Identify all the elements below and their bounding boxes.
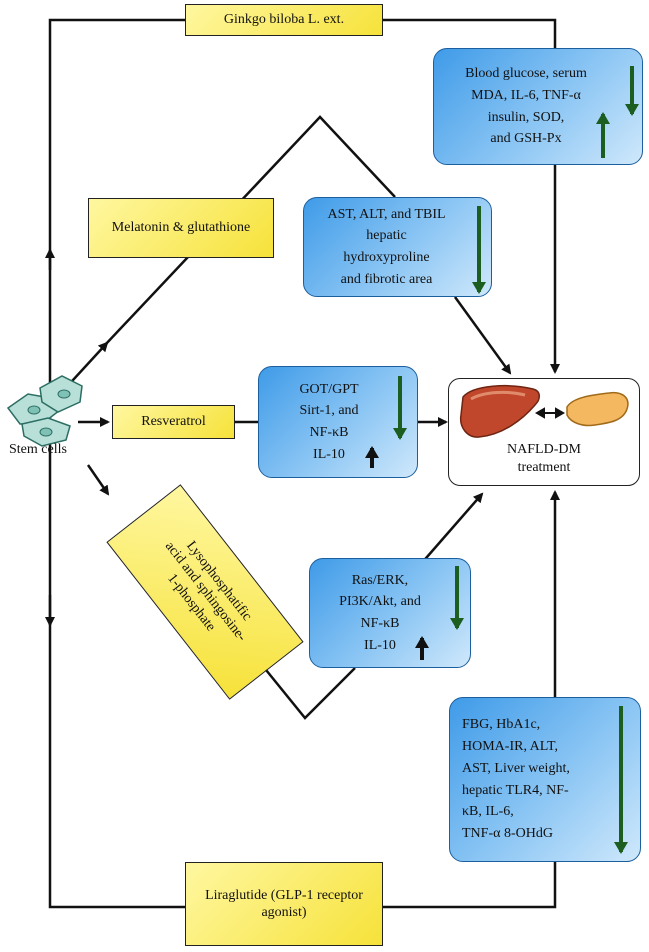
melatonin-box: Melatonin & glutathione [88,198,274,258]
target-label-1: NAFLD-DM [507,442,581,457]
resveratrol-effect-1: GOT/GPT [299,381,359,397]
pancreas-icon [566,391,629,427]
ginkgo-right-line [383,18,557,48]
melatonin-effect-1: AST, ALT, and TBIL [327,206,446,222]
liraglutide-effects-box: FBG, HbA1c, HOMA-IR, ALT, AST, Liver wei… [449,697,641,862]
melatonin-to-target-arrow [453,296,512,375]
ginkgo-left-line [48,18,185,470]
lysophosphatidic-effects-box: Ras/ERK, PI3K/Akt, and NF-κB IL-10 [309,558,471,668]
liraglutide-effect-4: hepatic TLR4, NF- [462,782,569,798]
liraglutide-effect-6: TNF-α 8-OHdG [462,825,553,841]
melatonin-label: Melatonin & glutathione [111,220,251,236]
liraglutide-line-1: Liraglutide (GLP-1 receptor [205,887,363,903]
ginkgo-decrease-arrow-icon [625,66,639,116]
melatonin-effect-4: and fibrotic area [340,271,433,287]
liraglutide-effect-3: AST, Liver weight, [462,760,570,776]
ginkgo-label: Ginkgo biloba L. ext. [223,12,345,28]
resveratrol-effect-3: NF-κB [309,425,349,440]
ginkgo-effect-1: Blood glucose, serum [465,66,587,82]
lysophosphatidic-effect-4: IL-10 [364,637,396,653]
ginkgo-increase-arrow-icon [596,112,610,158]
ginkgo-effect-4: and GSH-Px [490,131,562,147]
liraglutide-effect-5: κB, IL-6, [462,804,514,820]
lysophosphatidic-decrease-arrow-icon [450,566,464,630]
resveratrol-effects-box: GOT/GPT Sirt-1, and NF-κB IL-10 [258,366,418,478]
resveratrol-box: Resveratrol [112,405,235,439]
melatonin-decrease-arrow-icon [472,206,486,294]
ginkgo-box: Ginkgo biloba L. ext. [185,4,383,36]
double-arrow-icon [534,407,566,419]
target-label-2: treatment [517,460,571,476]
melatonin-effect-2: hepatic [366,228,407,244]
liraglutide-effect-1: FBG, HbA1c, [462,717,541,733]
melatonin-effect-3: hydroxyproline [343,250,430,265]
ginkgo-effects-box: Blood glucose, serum MDA, IL-6, TNF-α in… [433,48,643,165]
liraglutide-line-2: agonist) [261,905,307,920]
melatonin-effects-box: AST, ALT, and TBIL hepatic hydroxyprolin… [303,197,492,297]
stem-cells-label: Stem cells [9,442,67,457]
resveratrol-decrease-arrow-icon [393,376,407,440]
organs-illustration [459,384,629,438]
ginkgo-effect-2: MDA, IL-6, TNF-α [471,87,581,103]
resveratrol-increase-arrow-icon [365,446,379,468]
melatonin-wedge [104,115,396,346]
liraglutide-effect-2: HOMA-IR, ALT, [462,739,559,755]
liraglutide-decrease-arrow-icon [614,706,628,854]
liraglutide-right-line [383,862,557,909]
nafld-dm-treatment-box: NAFLD-DM treatment [448,378,640,486]
stem-cells-icon [6,375,83,447]
lysophosphatidic-increase-arrow-icon [415,636,429,660]
resveratrol-label: Resveratrol [141,414,206,430]
lysophosphatidic-effect-2: PI3K/Akt, and [339,594,421,610]
lysophosphatidic-effect-3: NF-κB [360,616,400,631]
liver-icon [459,384,540,438]
ginkgo-effect-3: insulin, SOD, [487,109,565,125]
lysophosphatidic-effect-1: Ras/ERK, [351,572,409,588]
lysophosphatidic-wedge [261,664,356,720]
lysophosphatidic-to-target-arrow [419,492,484,566]
lysophosphatidic-arrow [86,464,110,496]
resveratrol-effect-2: Sirt-1, and [299,403,359,419]
liraglutide-box: Liraglutide (GLP-1 receptor agonist) [185,862,383,946]
resveratrol-effect-4: IL-10 [313,446,345,462]
